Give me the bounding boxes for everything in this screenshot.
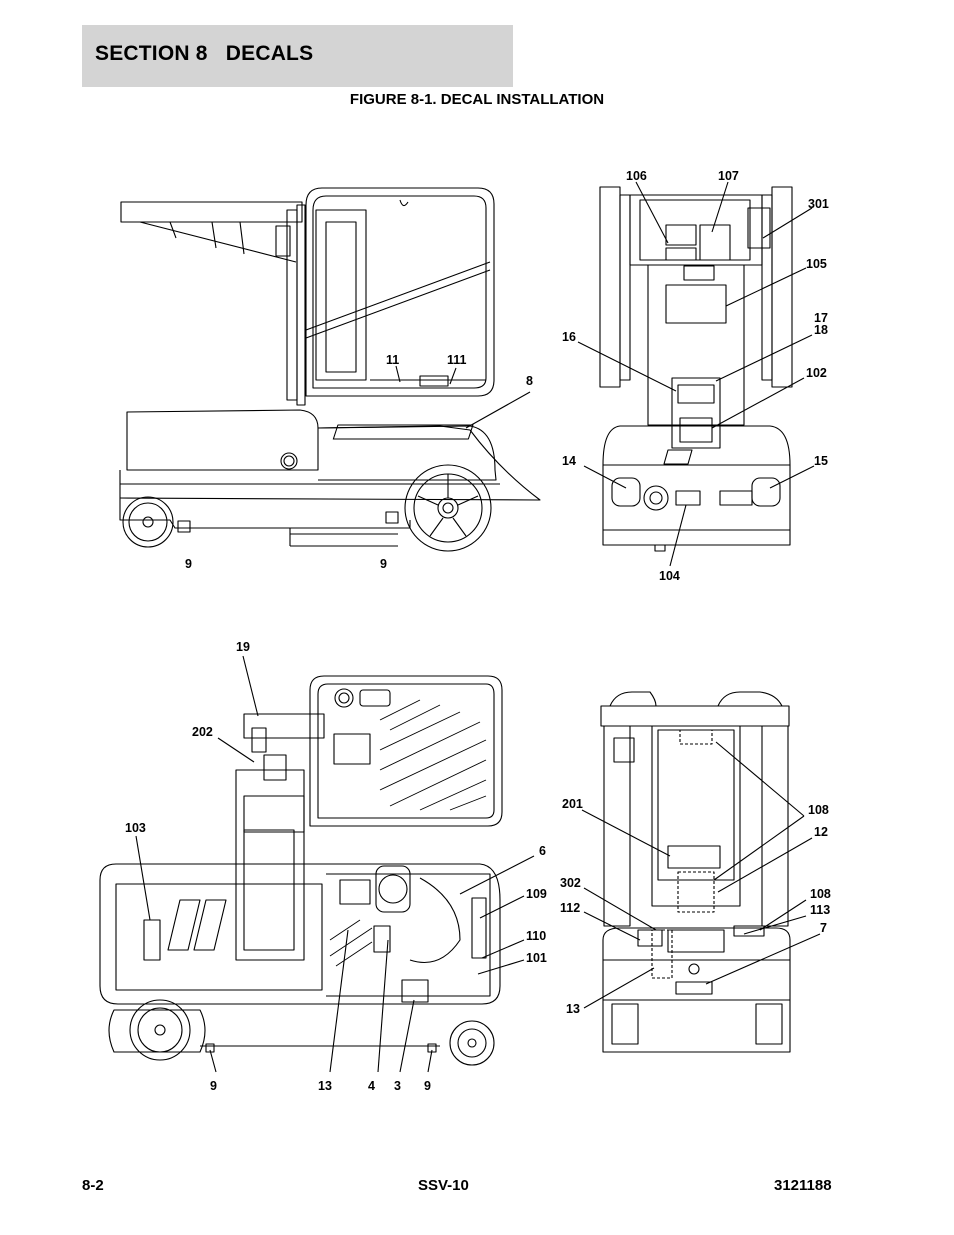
callout-label: 202	[192, 725, 213, 739]
rear-view	[581, 691, 821, 1053]
callout-label: 102	[806, 366, 827, 380]
callout-label: 13	[318, 1079, 332, 1093]
callout-label: 8	[526, 374, 533, 388]
callout-label: 15	[814, 454, 828, 468]
callout-label: 103	[125, 821, 146, 835]
callout-label: 4	[368, 1079, 375, 1093]
callout-label: 13	[566, 1002, 580, 1016]
callout-label: 106	[626, 169, 647, 183]
callout-label: 110	[526, 929, 546, 943]
callout-label: 111	[447, 353, 467, 367]
callout-label: 19	[236, 640, 250, 654]
callout-label: 109	[526, 887, 547, 901]
section-header: SECTION 8 DECALS	[82, 25, 513, 87]
callout-label: 107	[718, 169, 739, 183]
side-view	[119, 187, 541, 552]
top-view	[99, 655, 535, 1073]
callout-label: 9	[380, 557, 387, 571]
callout-label: 302	[560, 876, 581, 890]
callout-label: 101	[526, 951, 547, 965]
section-title: SECTION 8 DECALS	[95, 42, 314, 65]
footer-doc-number: 3121188	[774, 1177, 832, 1194]
callout-label: 113	[810, 903, 830, 917]
callout-label: 104	[659, 569, 680, 583]
callout-label: 108	[810, 887, 831, 901]
callout-label: 108	[808, 803, 829, 817]
callout-label: 201	[562, 797, 583, 811]
callout-label: 105	[806, 257, 827, 271]
callout-label: 11	[386, 353, 399, 367]
callout-label: 6	[539, 844, 546, 858]
callout-label: 3	[394, 1079, 401, 1093]
figure-title: FIGURE 8-1. DECAL INSTALLATION	[349, 91, 605, 108]
front-view	[577, 181, 815, 567]
callout-label: 9	[424, 1079, 431, 1093]
callout-label: 16	[562, 330, 576, 344]
callout-label: 9	[185, 557, 192, 571]
callout-labels: 11 111 8 9 9 106 107 301 105 17 18 16 10…	[125, 169, 831, 1093]
callout-label: 112	[560, 901, 580, 915]
callout-label: 301	[808, 197, 829, 211]
callout-label: 17	[814, 311, 828, 325]
callout-label: 7	[820, 921, 827, 935]
callout-label: 9	[210, 1079, 217, 1093]
footer-model: SSV-10	[418, 1177, 469, 1194]
callout-label: 18	[814, 323, 828, 337]
callout-label: 12	[814, 825, 828, 839]
callout-label: 14	[562, 454, 576, 468]
footer-page-number: 8-2	[82, 1177, 104, 1194]
